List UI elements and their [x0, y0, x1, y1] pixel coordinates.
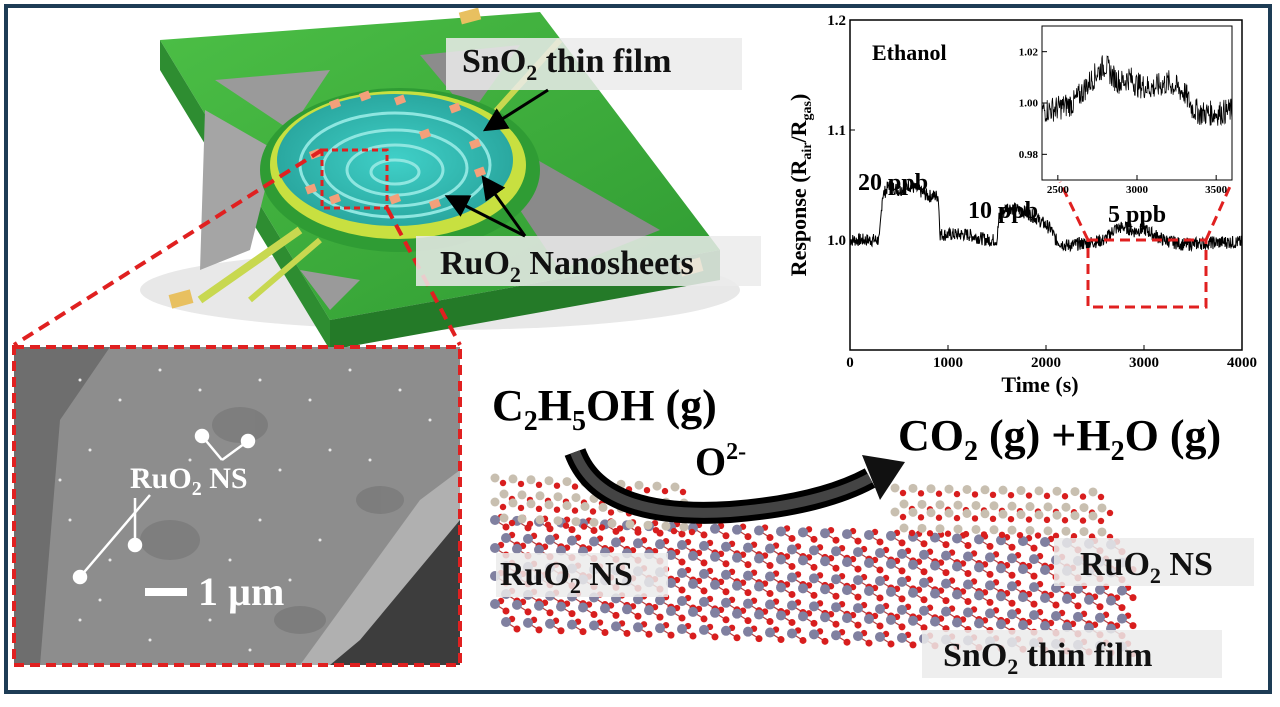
sensor-device-illustration: SnO2 thin film RuO2 Nanosheets — [12, 7, 761, 350]
x-tick-label: 3000 — [1126, 184, 1149, 196]
zoom-region — [320, 148, 389, 210]
annotation-10ppb: 10 ppb — [968, 198, 1038, 224]
label-sno2-film: SnO2 thin film — [462, 43, 671, 85]
oxygen-ion: O2- — [695, 439, 746, 484]
annotation-5ppb: 5 ppb — [1108, 202, 1166, 228]
sem-micrograph: RuO2 NS 1 µm — [12, 345, 462, 667]
annotation-20ppb: 20 ppb — [858, 170, 928, 196]
label-ruo2-nanosheets: RuO2 Nanosheets — [440, 245, 694, 287]
y-tick-label: 1.1 — [827, 123, 846, 139]
sem-label-ruo2-ns: RuO2 NS — [130, 462, 248, 500]
x-tick-label: 3000 — [1129, 355, 1159, 371]
inset-series-line — [1041, 55, 1233, 126]
chart-title: Ethanol — [872, 40, 947, 65]
y-axis-label: Response (Rair/Rgas) — [786, 94, 815, 277]
sem-particles — [58, 368, 432, 652]
main-axis-ticks: 0 1000 2000 3000 4000 1.0 1.1 1.2 — [827, 13, 1257, 371]
sem-frame — [12, 345, 462, 667]
crystal-label-sno2-film: SnO2 thin film — [943, 637, 1152, 679]
y-tick-label: 0.98 — [1019, 149, 1039, 161]
y-tick-label: 1.0 — [827, 233, 846, 249]
outer-border — [4, 4, 1272, 694]
scale-bar-label: 1 µm — [198, 569, 284, 614]
x-tick-label: 0 — [846, 355, 854, 371]
x-tick-label: 4000 — [1227, 355, 1257, 371]
crystal-label-ruo2-left: RuO2 NS — [500, 556, 633, 598]
response-chart: 0 1000 2000 3000 4000 1.0 1.1 1.2 Ethanol 20 pp… — [786, 13, 1257, 397]
zoom-box-5ppb — [1086, 238, 1208, 309]
x-tick-label: 3500 — [1205, 184, 1228, 196]
products-formula: CO2 (g) +H2O (g) — [898, 411, 1221, 467]
inset-axis-ticks: 2500 3000 3500 0.98 1.00 1.02 — [1019, 46, 1228, 196]
scale-bar — [145, 588, 187, 596]
y-tick-label: 1.02 — [1019, 46, 1039, 58]
x-axis-label: Time (s) — [1001, 372, 1078, 397]
x-tick-label: 1000 — [933, 355, 963, 371]
y-tick-label: 1.2 — [827, 13, 846, 29]
x-tick-label: 2000 — [1031, 355, 1061, 371]
reaction-scheme: C2H5OH (g) O2- CO2 (g) +H2O (g) RuO2 NS … — [492, 381, 1254, 679]
reactant-formula: C2H5OH (g) — [492, 381, 717, 437]
x-tick-label: 2500 — [1047, 184, 1070, 196]
y-tick-label: 1.00 — [1019, 98, 1039, 110]
crystal-label-ruo2-right: RuO2 NS — [1080, 546, 1213, 588]
